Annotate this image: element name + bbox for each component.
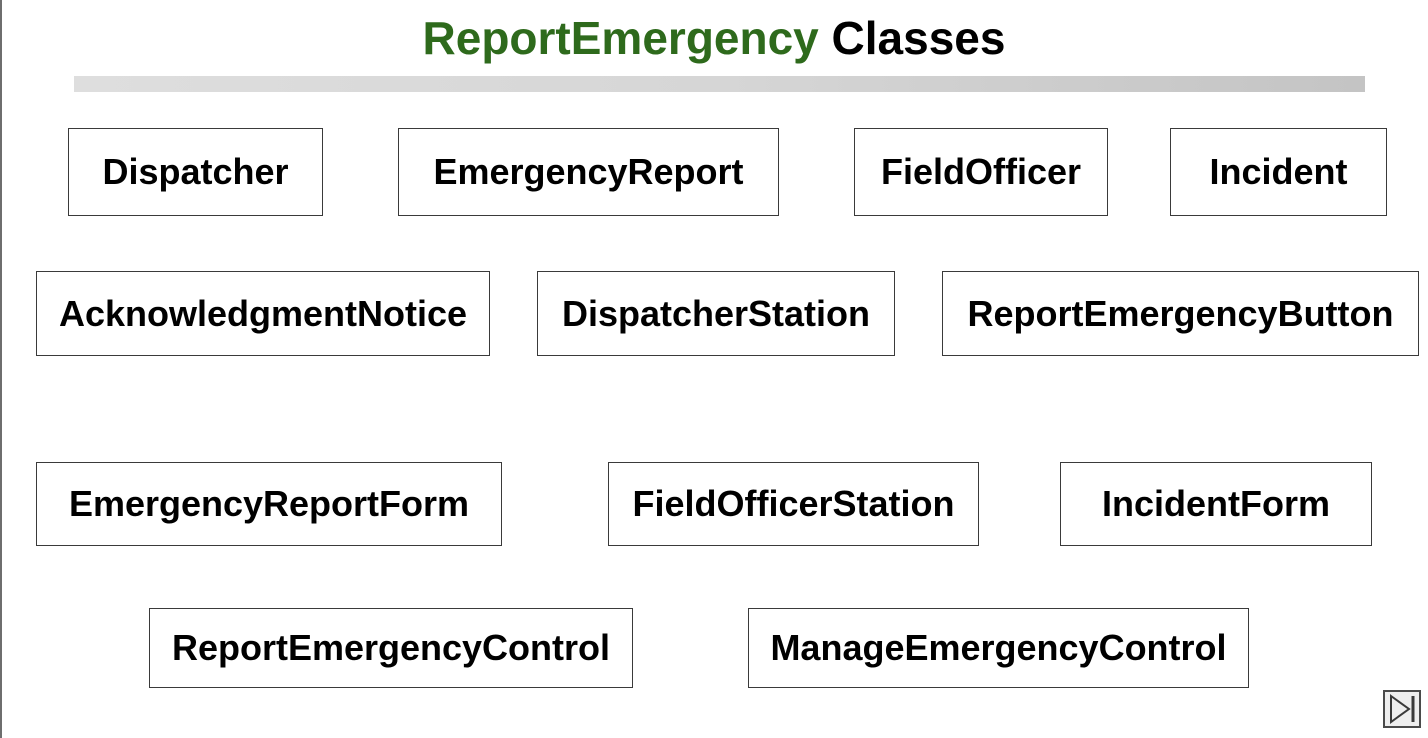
- class-box-emergency-report: EmergencyReport: [398, 128, 779, 216]
- class-box-field-officer: FieldOfficer: [854, 128, 1108, 216]
- class-box-incident: Incident: [1170, 128, 1387, 216]
- title-rest: Classes: [818, 12, 1006, 64]
- class-box-acknowledgment-notice: AcknowledgmentNotice: [36, 271, 490, 356]
- skip-next-icon: [1390, 694, 1415, 724]
- class-box-report-emergency-control: ReportEmergencyControl: [149, 608, 633, 688]
- class-box-incident-form: IncidentForm: [1060, 462, 1372, 546]
- class-box-dispatcher: Dispatcher: [68, 128, 323, 216]
- class-box-field-officer-station: FieldOfficerStation: [608, 462, 979, 546]
- class-box-emergency-report-form: EmergencyReportForm: [36, 462, 502, 546]
- slide-title: ReportEmergency Classes: [0, 8, 1428, 68]
- title-underline-bar: [74, 76, 1365, 92]
- class-box-report-emergency-button: ReportEmergencyButton: [942, 271, 1419, 356]
- title-accent: ReportEmergency: [422, 12, 819, 64]
- slide-left-edge: [0, 0, 2, 738]
- next-slide-button[interactable]: [1383, 690, 1421, 728]
- class-box-manage-emergency-control: ManageEmergencyControl: [748, 608, 1249, 688]
- class-box-dispatcher-station: DispatcherStation: [537, 271, 895, 356]
